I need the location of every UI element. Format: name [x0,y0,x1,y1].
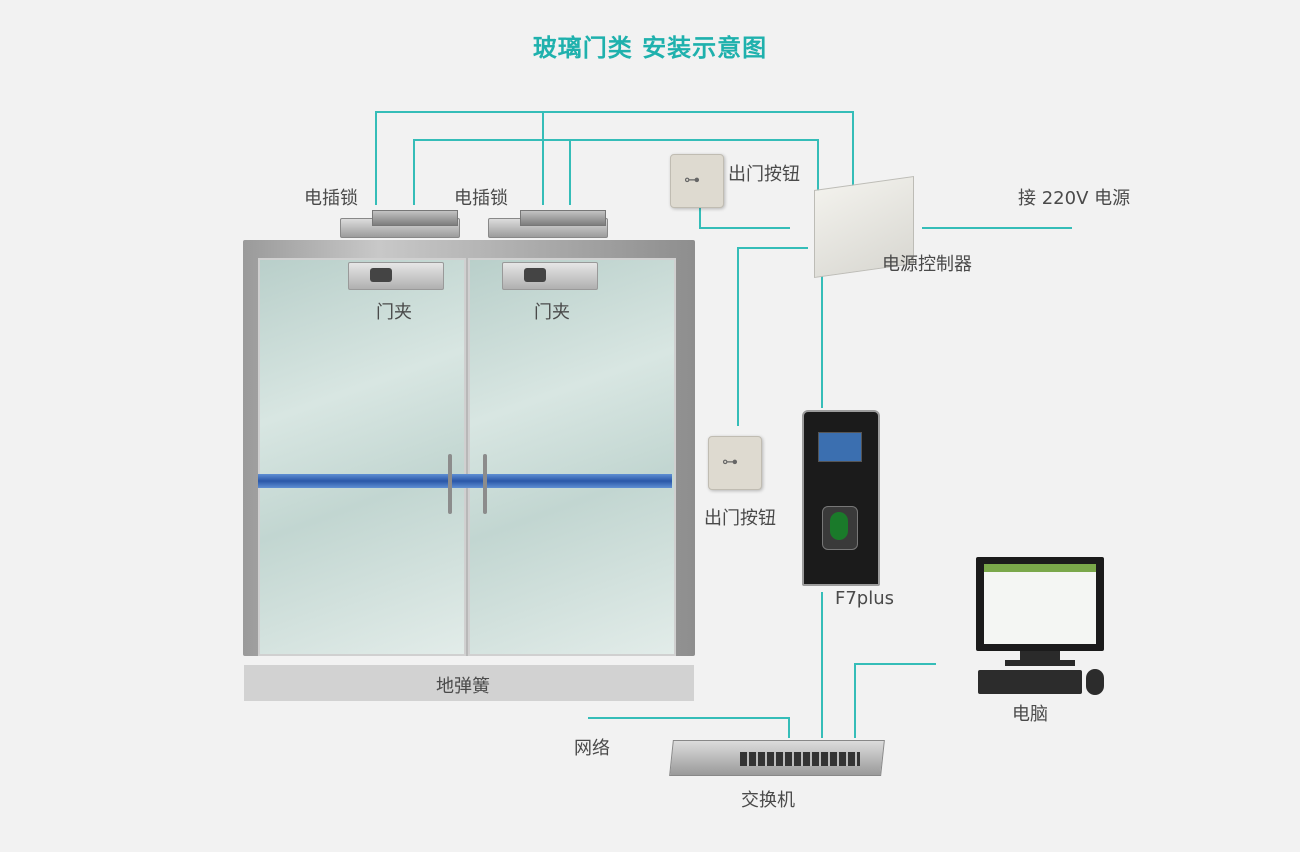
label-power-controller: 电源控制器 [882,254,972,275]
glass-door-left [258,258,466,656]
glass-door-right [468,258,676,656]
wire-exit-top [699,208,790,229]
label-floor-spring: 地弹簧 [436,676,490,697]
monitor-stand [1020,651,1060,661]
door-clamp-right [502,262,598,290]
door-clamp-left [348,262,444,290]
door-handle-right [483,454,487,514]
door-clamp-left-slot [370,268,392,282]
electric-lock-right-body [520,210,606,226]
switch-ports [740,752,860,766]
key-icon: ⊶ [684,170,700,189]
f7plus-terminal [802,410,880,586]
computer-screen [984,564,1096,644]
label-exit-button-top: 出门按钮 [728,164,800,185]
f7plus-screen [818,432,862,462]
label-power-input: 接 220V 电源 [1018,188,1131,209]
exit-button-mid [708,436,762,490]
label-computer: 电脑 [1012,704,1048,725]
mouse-icon [1086,669,1104,695]
label-lock-right: 电插锁 [454,188,508,209]
floor-spring-bar [244,665,694,701]
diagram-title: 玻璃门类 安装示意图 [532,34,768,62]
wire-lock-bus [413,139,819,205]
electric-lock-left-body [372,210,458,226]
label-clamp-right: 门夹 [534,302,570,323]
door-clamp-right-slot [524,268,546,282]
monitor-stand-base [1005,660,1075,666]
wire-top-loop [375,111,854,205]
fingerprint-icon [830,512,848,540]
label-lock-left: 电插锁 [304,188,358,209]
label-exit-button-mid: 出门按钮 [704,508,776,529]
exit-button-top [670,154,724,208]
key-icon: ⊶ [722,452,738,471]
label-switch: 交换机 [741,790,795,811]
wire-exit-mid [737,247,808,426]
keyboard-icon [978,670,1082,694]
door-handle-left [448,454,452,514]
wire-pc [854,663,936,738]
door-crossbar [258,474,672,488]
label-network: 网络 [574,738,610,759]
computer-screen-header [984,564,1096,572]
wire-network [588,717,790,738]
label-device: F7plus [835,588,895,609]
label-clamp-left: 门夹 [376,302,412,323]
